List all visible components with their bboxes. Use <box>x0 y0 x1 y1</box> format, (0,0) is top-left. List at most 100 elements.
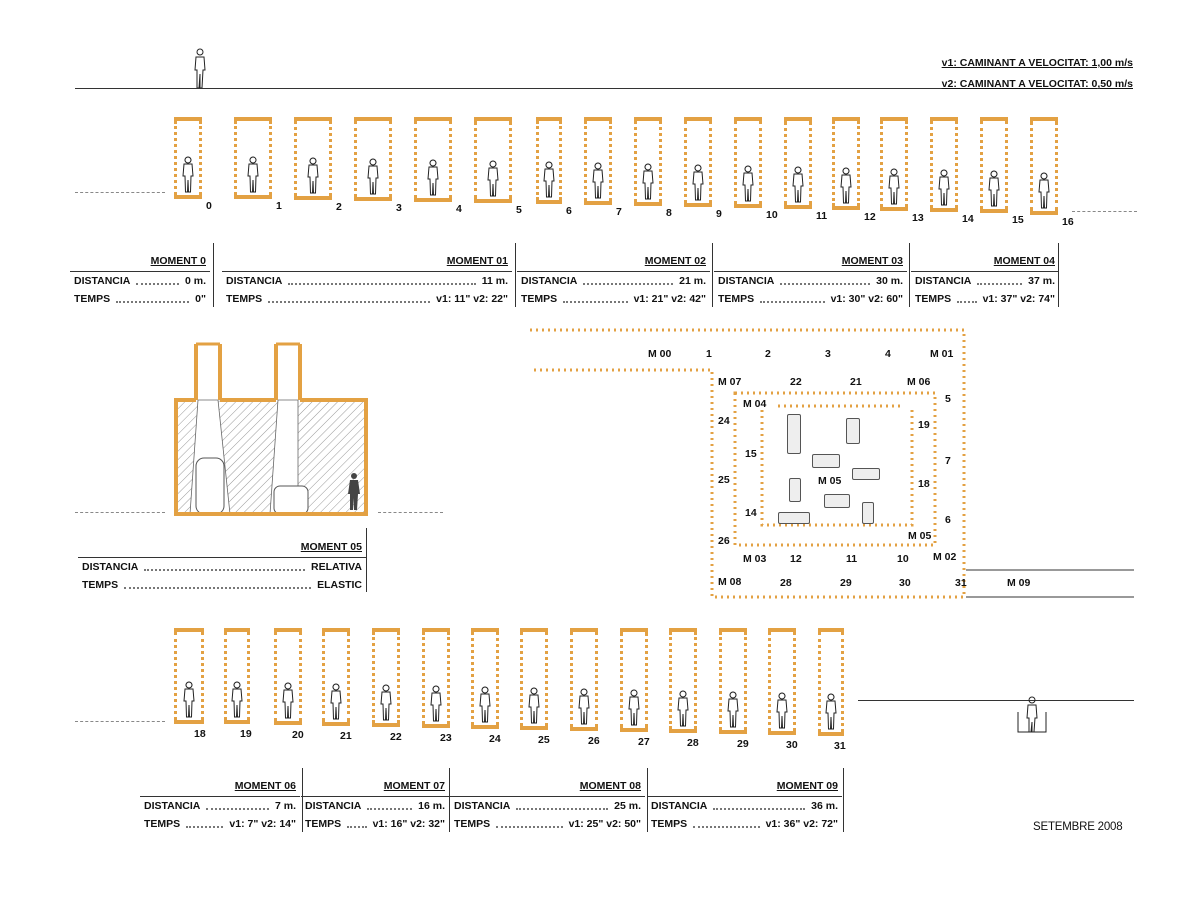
distance-label: DISTANCIA <box>144 800 201 812</box>
person-frame <box>832 117 860 210</box>
plan-label: 11 <box>846 553 858 565</box>
ground-line-bottom <box>858 700 1134 701</box>
ground-dash-right-mid <box>378 512 443 513</box>
person-icon <box>888 168 900 205</box>
person-icon <box>988 170 1000 207</box>
person-frame <box>818 628 844 736</box>
frame-number: 28 <box>687 737 699 749</box>
moment-title: MOMENT 06 <box>234 780 296 792</box>
frame-number: 0 <box>206 200 212 212</box>
time-label: TEMPS <box>144 818 181 830</box>
frame-number: 10 <box>766 209 778 221</box>
time-value: v1: 7" v2: 14" <box>229 818 296 830</box>
divider <box>909 243 910 307</box>
time-value: v1: 25" v2: 50" <box>568 818 641 830</box>
person-icon <box>742 165 754 202</box>
plan-label: M 08 <box>718 576 742 588</box>
sculpture-piece <box>778 512 810 524</box>
person-icon <box>247 156 259 193</box>
distance-label: DISTANCIA <box>454 800 511 812</box>
person-icon <box>330 683 342 720</box>
frame-number: 19 <box>240 728 252 740</box>
frame-number: 11 <box>816 210 828 222</box>
sculpture-piece <box>852 468 880 480</box>
divider <box>213 243 214 307</box>
person-icon <box>642 163 654 200</box>
plan-label: 26 <box>718 535 730 547</box>
time-label: TEMPS <box>82 579 119 591</box>
plan-label: 7 <box>945 455 951 467</box>
person-frame <box>174 117 202 199</box>
plan-label: 15 <box>745 448 757 460</box>
plan-label: M 07 <box>718 376 742 388</box>
legend-v2: v2: CAMINANT A VELOCITAT: 0,50 m/s <box>941 78 1133 90</box>
person-frame <box>224 628 250 724</box>
person-frame <box>684 117 712 207</box>
person-icon <box>543 161 555 198</box>
plan-label: 3 <box>825 348 831 360</box>
person-icon <box>430 685 442 722</box>
frame-number: 9 <box>716 208 722 220</box>
ground-dash-left-top <box>75 192 165 193</box>
person-icon <box>307 157 319 194</box>
distance-label: DISTANCIA <box>521 275 578 287</box>
distance-value: RELATIVA <box>311 561 362 573</box>
person-frame <box>354 117 392 201</box>
ground-dash-right-top <box>1072 211 1137 212</box>
frame-number: 24 <box>489 733 501 745</box>
person-frame <box>980 117 1008 213</box>
person-frame <box>520 628 548 730</box>
divider <box>366 528 367 592</box>
person-icon <box>367 158 379 195</box>
moment-title: MOMENT 05 <box>300 541 362 553</box>
plan-label: M 06 <box>907 376 931 388</box>
person-icon <box>427 159 439 196</box>
plan-label: M 05 <box>908 530 932 542</box>
time-value: v1: 30" v2: 60" <box>830 293 903 305</box>
time-value: v1: 11" v2: 22" <box>436 293 508 305</box>
time-value: 0" <box>195 293 206 305</box>
moment-title: MOMENT 03 <box>841 255 903 267</box>
time-label: TEMPS <box>305 818 342 830</box>
person-frame <box>174 628 204 724</box>
moment-title: MOMENT 04 <box>993 255 1055 267</box>
time-value: ELASTIC <box>317 579 362 591</box>
divider <box>647 768 648 832</box>
plan-label: 18 <box>918 478 930 490</box>
divider <box>712 243 713 307</box>
frame-number: 29 <box>737 738 749 750</box>
sculpture-piece <box>789 478 801 502</box>
ground-line-top <box>75 88 1133 89</box>
divider <box>302 768 303 832</box>
time-value: v1: 36" v2: 72" <box>765 818 838 830</box>
sculpture-piece <box>824 494 850 508</box>
person-frame <box>372 628 400 727</box>
person-icon <box>840 167 852 204</box>
frame-number: 3 <box>396 202 402 214</box>
person-icon <box>776 692 788 729</box>
distance-value: 30 m. <box>876 275 903 287</box>
distance-label: DISTANCIA <box>718 275 775 287</box>
section-drawing <box>174 342 368 516</box>
person-in-pit-icon <box>1017 696 1047 733</box>
person-icon <box>578 688 590 725</box>
plan-label: M 04 <box>743 398 767 410</box>
distance-label: DISTANCIA <box>82 561 139 573</box>
date-label: SETEMBRE 2008 <box>1033 821 1123 833</box>
person-frame <box>784 117 812 209</box>
distance-label: DISTANCIA <box>305 800 362 812</box>
plan-label: 24 <box>718 415 730 427</box>
frame-number: 14 <box>962 213 974 225</box>
person-icon <box>282 682 294 719</box>
moment-title: MOMENT 08 <box>579 780 641 792</box>
plan-label: 14 <box>745 507 757 519</box>
person-icon <box>182 156 194 193</box>
plan-label: 12 <box>790 553 802 565</box>
frame-number: 25 <box>538 734 550 746</box>
plan-label: 31 <box>955 577 967 589</box>
